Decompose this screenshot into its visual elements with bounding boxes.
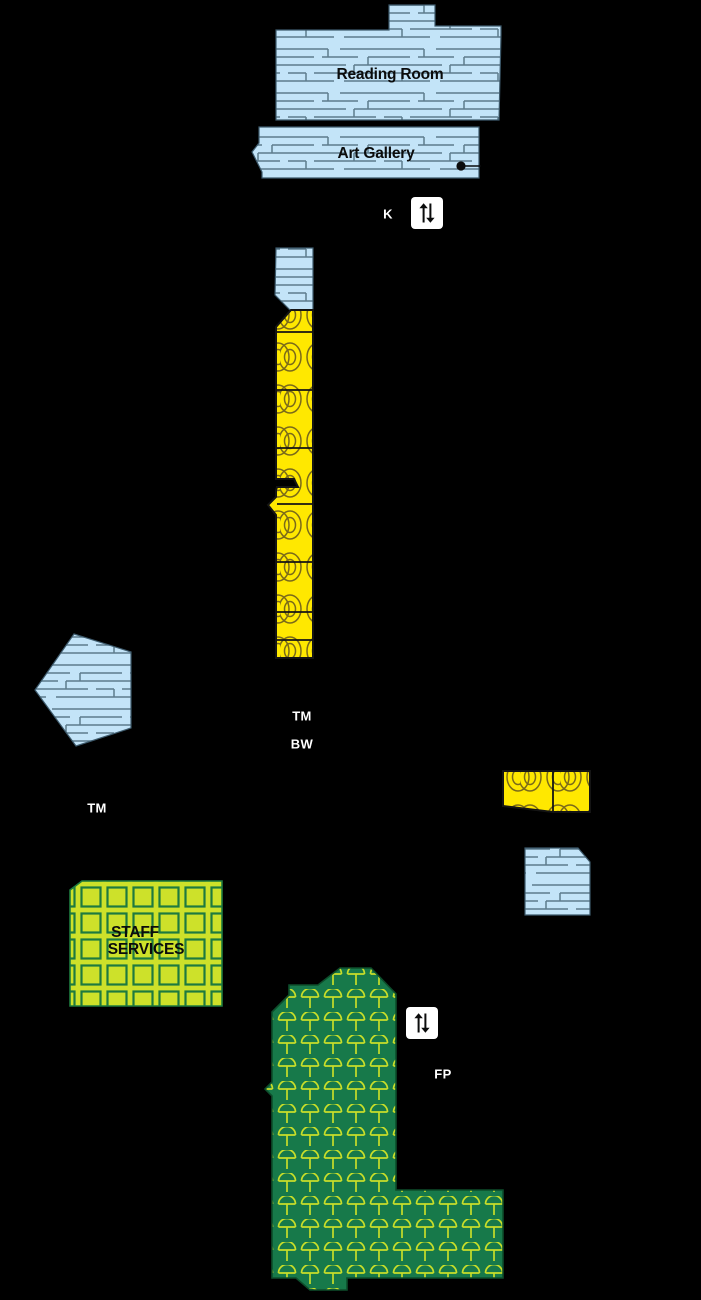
place-label-art-gallery: Art Gallery <box>337 145 415 162</box>
code-label-fp: FP <box>434 1066 452 1082</box>
art-gallery-point-marker <box>456 161 466 171</box>
place-label-staff-services-line2: SERVICES <box>107 941 185 958</box>
area-east-building[interactable] <box>524 847 591 916</box>
area-art-gallery-building[interactable] <box>251 126 481 179</box>
code-label-bw-center: BW <box>290 736 314 752</box>
area-central-strip-building-head[interactable] <box>274 247 314 311</box>
area-south-park[interactable] <box>263 967 504 1291</box>
escalator-icon-south[interactable] <box>406 1007 438 1039</box>
code-label-k: K <box>383 206 393 222</box>
area-reading-room-building[interactable] <box>275 4 502 121</box>
central-strip-dividers <box>276 331 313 641</box>
area-staff-services-block[interactable] <box>69 880 223 1007</box>
area-east-sand-patch[interactable] <box>502 770 591 813</box>
area-central-beach-strip[interactable] <box>266 309 314 659</box>
area-west-building[interactable] <box>34 633 132 747</box>
place-label-staff-services-line1: STAFF <box>111 924 159 941</box>
code-label-tm-center: TM <box>292 708 312 724</box>
place-label-reading-room: Reading Room <box>336 66 444 83</box>
escalator-icon-north[interactable] <box>411 197 443 229</box>
code-label-tm-left: TM <box>87 800 107 816</box>
